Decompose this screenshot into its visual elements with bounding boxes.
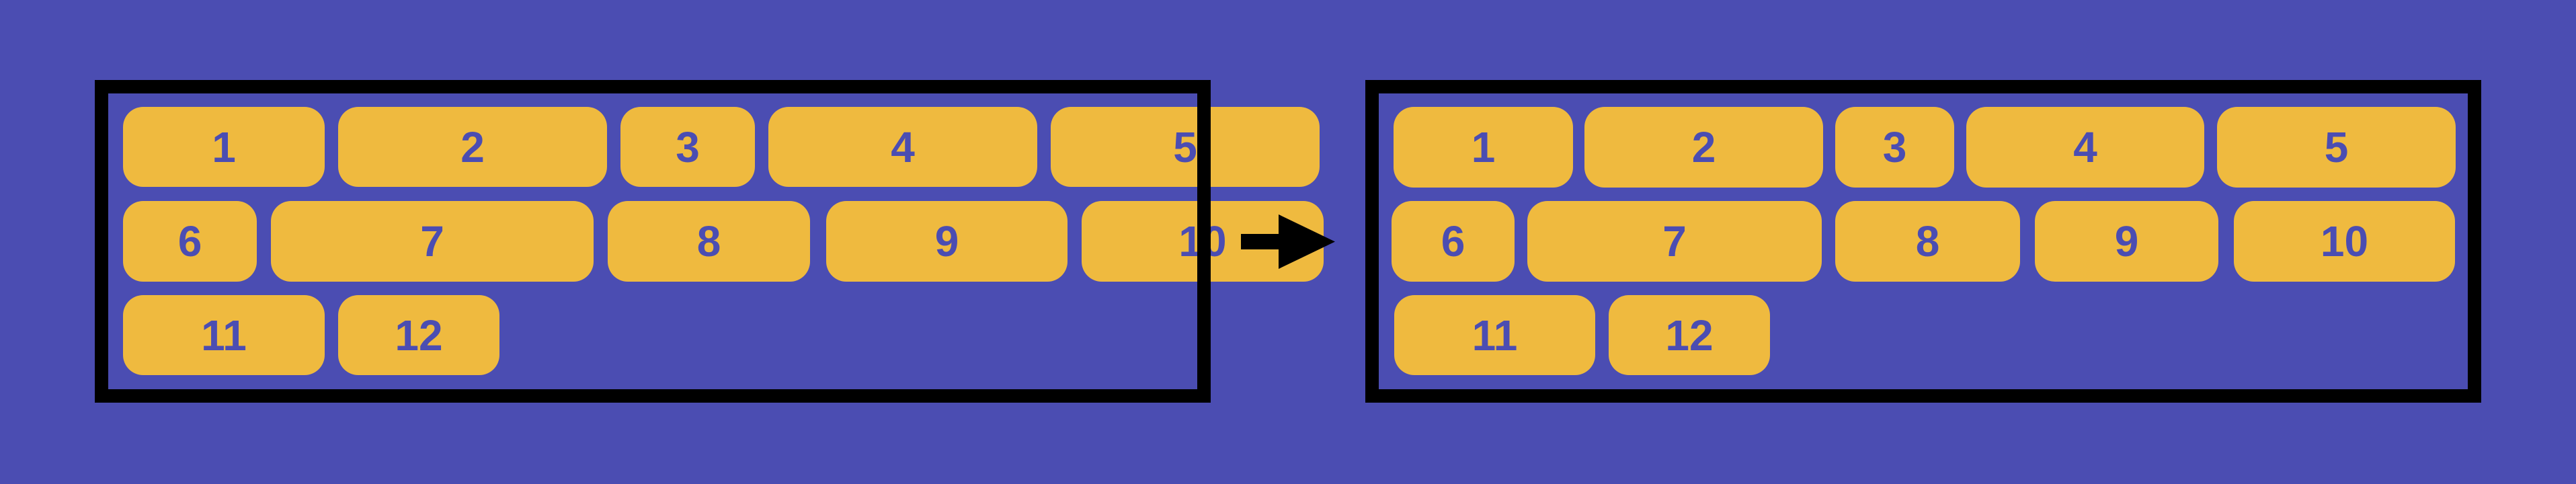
flex-item-1: 1 xyxy=(123,107,325,187)
flex-item-7: 7 xyxy=(271,201,594,282)
flex-item-5: 5 xyxy=(2217,107,2456,188)
flex-item-7: 7 xyxy=(1527,201,1822,282)
flex-item-3: 3 xyxy=(620,107,755,187)
flex-item-9: 9 xyxy=(2035,201,2218,282)
flex-item-6: 6 xyxy=(1392,201,1515,282)
flex-item-8: 8 xyxy=(608,201,810,282)
flex-item-4: 4 xyxy=(1966,107,2204,188)
flex-item-11: 11 xyxy=(1394,295,1595,375)
flex-item-4: 4 xyxy=(768,107,1037,187)
flex-item-10: 10 xyxy=(2234,201,2455,282)
flex-item-12: 12 xyxy=(338,295,499,375)
flex-item-9: 9 xyxy=(826,201,1068,282)
flex-item-8: 8 xyxy=(1835,201,2020,282)
flex-item-12: 12 xyxy=(1609,295,1770,375)
arrow-right-icon xyxy=(1241,214,1335,269)
flex-item-2: 2 xyxy=(338,107,607,187)
flex-item-1: 1 xyxy=(1394,107,1573,188)
flex-item-3: 3 xyxy=(1835,107,1954,188)
flex-item-6: 6 xyxy=(123,201,257,282)
flex-item-5: 5 xyxy=(1051,107,1320,187)
flex-item-11: 11 xyxy=(123,295,325,375)
flex-item-2: 2 xyxy=(1584,107,1823,188)
